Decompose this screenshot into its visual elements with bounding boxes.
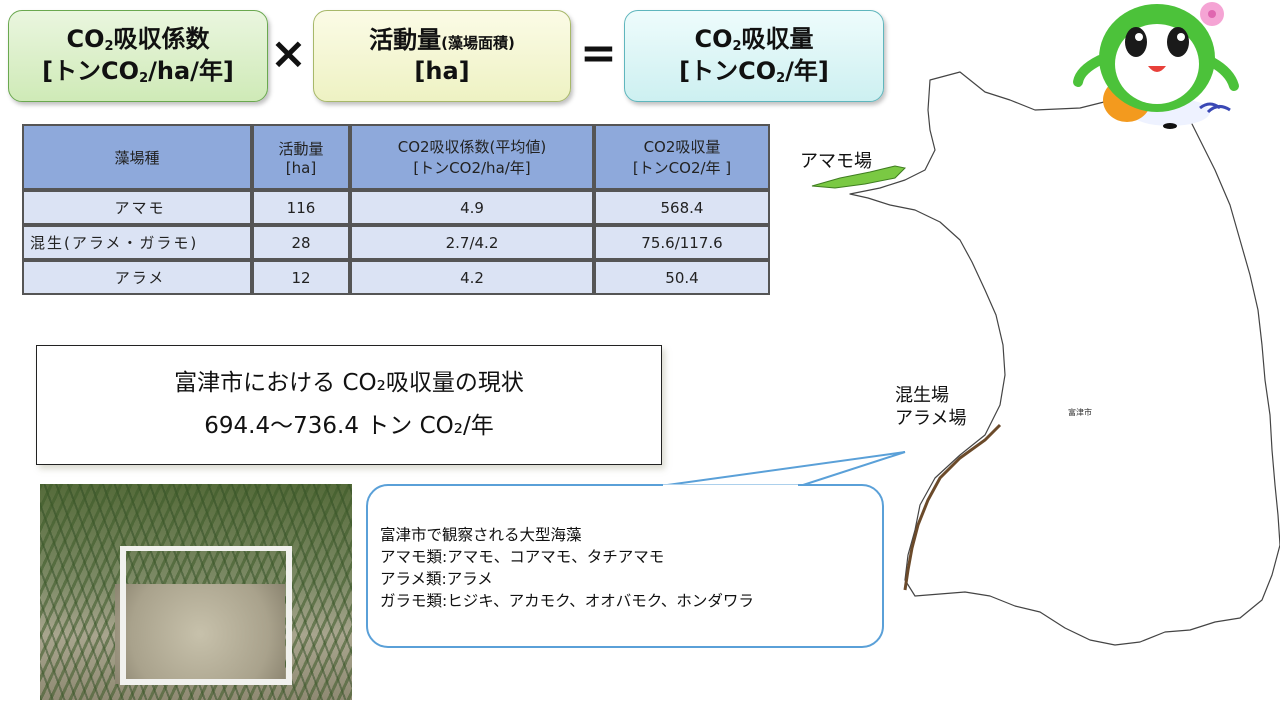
activity-unit: [ha] [414, 57, 470, 85]
activity-title: 活動量(藻場面積) [369, 25, 515, 54]
quadrat-frame [120, 546, 292, 685]
map-city-name: 富津市 [1068, 408, 1092, 417]
cell-bed-type: 混生(アラメ・ガラモ) [22, 225, 252, 260]
callout-line: 富津市で観察される大型海藻 [380, 526, 582, 544]
co2-coefficient-box: CO2吸収係数 [トンCO2/ha/年] [8, 10, 268, 102]
status-value: 694.4〜736.4 トン CO₂/年 [204, 413, 494, 439]
equals-sign: = [580, 28, 617, 79]
cell-activity: 116 [252, 190, 350, 225]
coastline [849, 71, 1280, 646]
co2-coefficient-title: CO2吸収係数 [66, 25, 210, 55]
co2-coefficient-unit: [トンCO2/ha/年] [42, 57, 234, 86]
co2-status-box: 富津市における CO₂吸収量の現状 694.4〜736.4 トン CO₂/年 [36, 345, 662, 465]
header-absorption: CO2吸収量[トンCO2/年 ] [594, 124, 770, 190]
callout-line: ガラモ類:ヒジキ、アカモク、オオバモク、ホンダワラ [380, 592, 754, 610]
callout-line: アラメ類:アラメ [380, 570, 493, 588]
cell-bed-type: アマモ [22, 190, 252, 225]
cell-absorption: 75.6/117.6 [594, 225, 770, 260]
map-label-amamo: アマモ場 [800, 151, 872, 172]
seaweed-bed-table: 藻場種 活動量[ha] CO2吸収係数(平均値)[トンCO2/ha/年] CO2… [22, 124, 770, 295]
cell-activity: 12 [252, 260, 350, 295]
cell-coefficient: 4.2 [350, 260, 594, 295]
table-row: アマモ 116 4.9 568.4 [22, 190, 770, 225]
cell-absorption: 50.4 [594, 260, 770, 295]
cell-bed-type: アラメ [22, 260, 252, 295]
cell-coefficient: 2.7/4.2 [350, 225, 594, 260]
seagrass-quadrat-photo [40, 484, 352, 700]
status-title: 富津市における CO₂吸収量の現状 [174, 370, 524, 397]
cell-coefficient: 4.9 [350, 190, 594, 225]
sand-patch [115, 584, 285, 684]
mascot-illustration [1073, 2, 1239, 129]
map-label-mixed-line1: 混生場 [895, 385, 949, 406]
header-activity: 活動量[ha] [252, 124, 350, 190]
co2-absorption-title: CO2吸収量 [694, 25, 814, 55]
arame-coast [903, 423, 1002, 591]
cell-activity: 28 [252, 225, 350, 260]
co2-absorption-box: CO2吸収量 [トンCO2/年] [624, 10, 884, 102]
co2-absorption-unit: [トンCO2/年] [679, 57, 829, 86]
multiply-sign: × [270, 28, 307, 79]
activity-box: 活動量(藻場面積) [ha] [313, 10, 571, 102]
cell-absorption: 568.4 [594, 190, 770, 225]
table-header-row: 藻場種 活動量[ha] CO2吸収係数(平均値)[トンCO2/ha/年] CO2… [22, 124, 770, 190]
map-label-mixed: 混生場 アラメ場 [895, 385, 966, 430]
callout-line: アマモ類:アマモ、コアマモ、タチアマモ [380, 548, 665, 566]
header-bed-type: 藻場種 [22, 124, 252, 190]
table-row: アラメ 12 4.2 50.4 [22, 260, 770, 295]
seaweed-species-callout: 富津市で観察される大型海藻 アマモ類:アマモ、コアマモ、タチアマモ アラメ類:ア… [366, 484, 884, 648]
header-coefficient: CO2吸収係数(平均値)[トンCO2/ha/年] [350, 124, 594, 190]
map-label-mixed-line2: アラメ場 [895, 407, 967, 429]
table-row: 混生(アラメ・ガラモ) 28 2.7/4.2 75.6/117.6 [22, 225, 770, 260]
